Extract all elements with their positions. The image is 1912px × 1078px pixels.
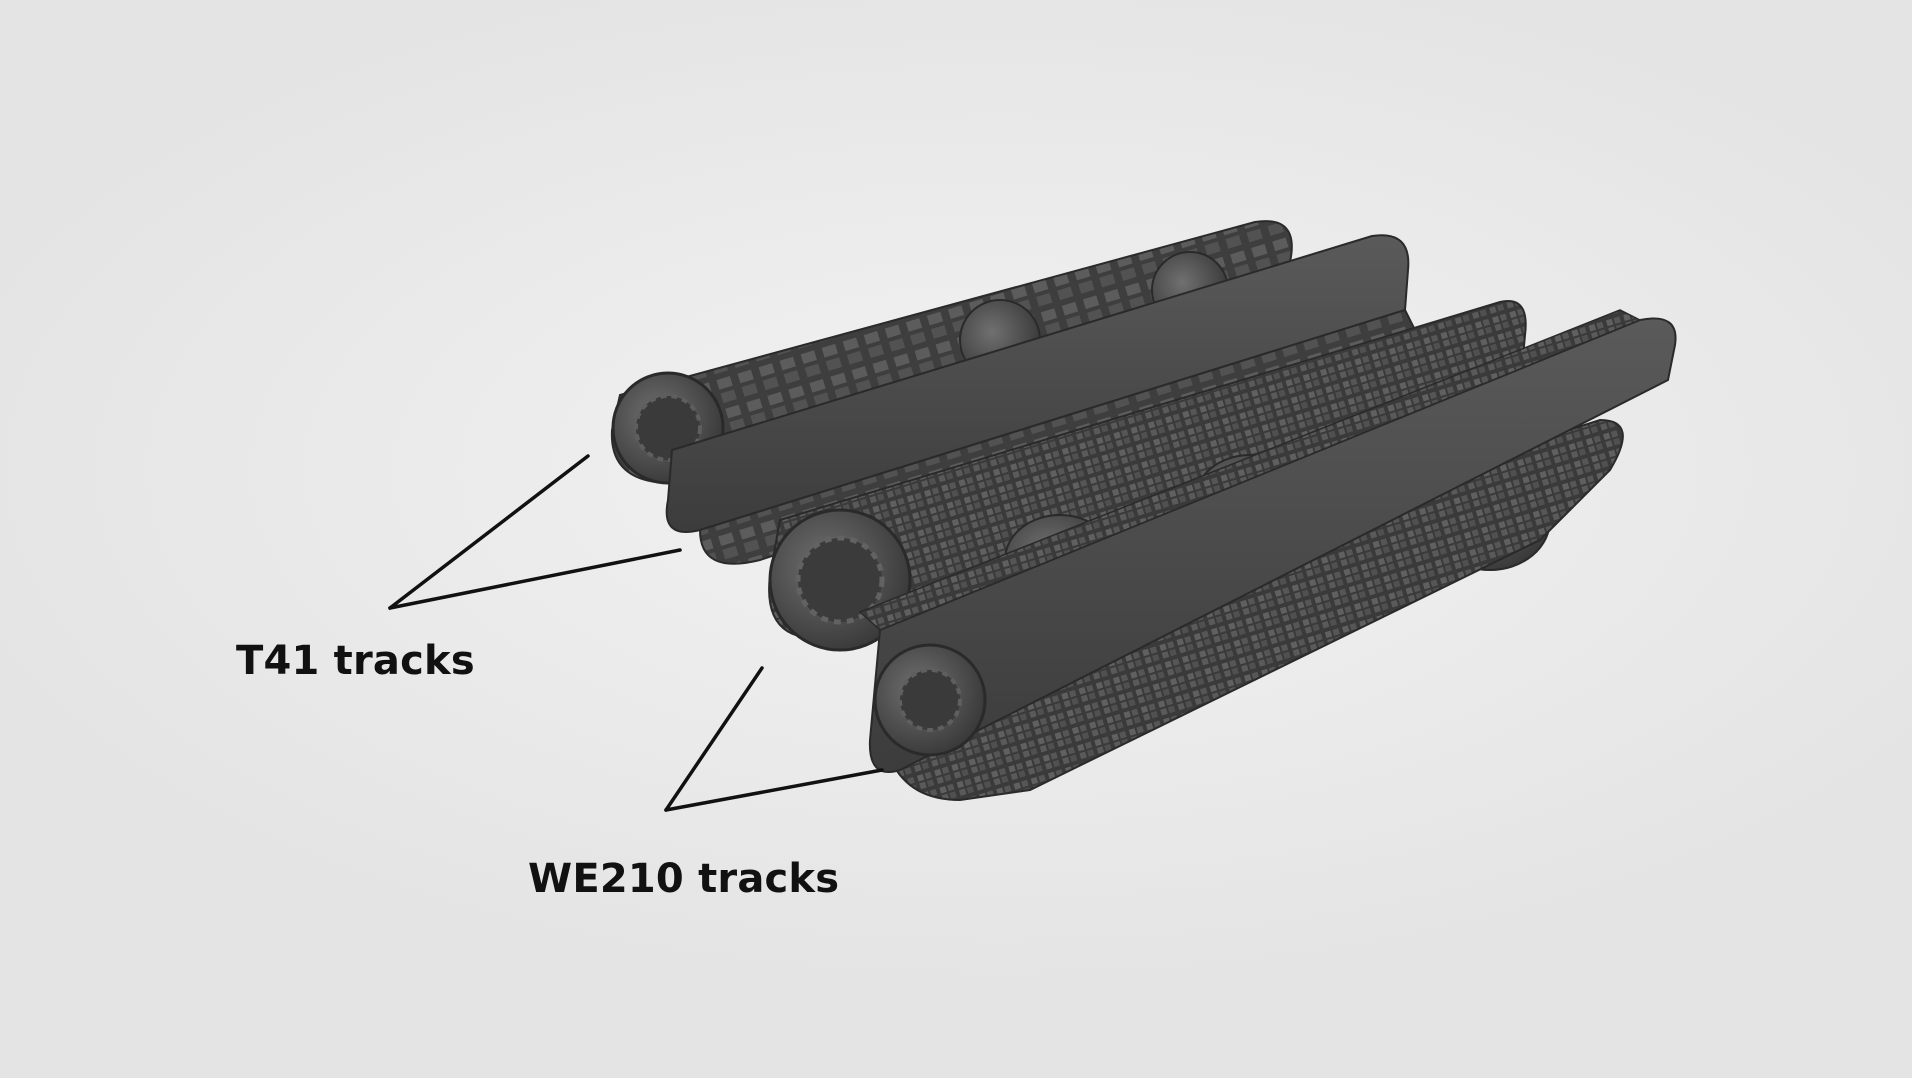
t41-tracks-label: T41 tracks — [236, 638, 475, 684]
we210-side-plate — [868, 317, 1677, 773]
we210-front-idler — [873, 643, 987, 757]
we210-leader-lines — [664, 666, 884, 812]
t41-leader-line-lower — [388, 548, 682, 610]
we210-leader-line-upper — [664, 666, 764, 812]
we210-top-tread — [858, 309, 1642, 631]
t41-leader-lines — [388, 454, 682, 610]
we210-track-pair — [768, 299, 1677, 802]
t41-leader-line-upper — [388, 454, 590, 610]
we210-leader-line-lower — [664, 768, 884, 812]
we210-tracks-label: WE210 tracks — [528, 856, 840, 902]
